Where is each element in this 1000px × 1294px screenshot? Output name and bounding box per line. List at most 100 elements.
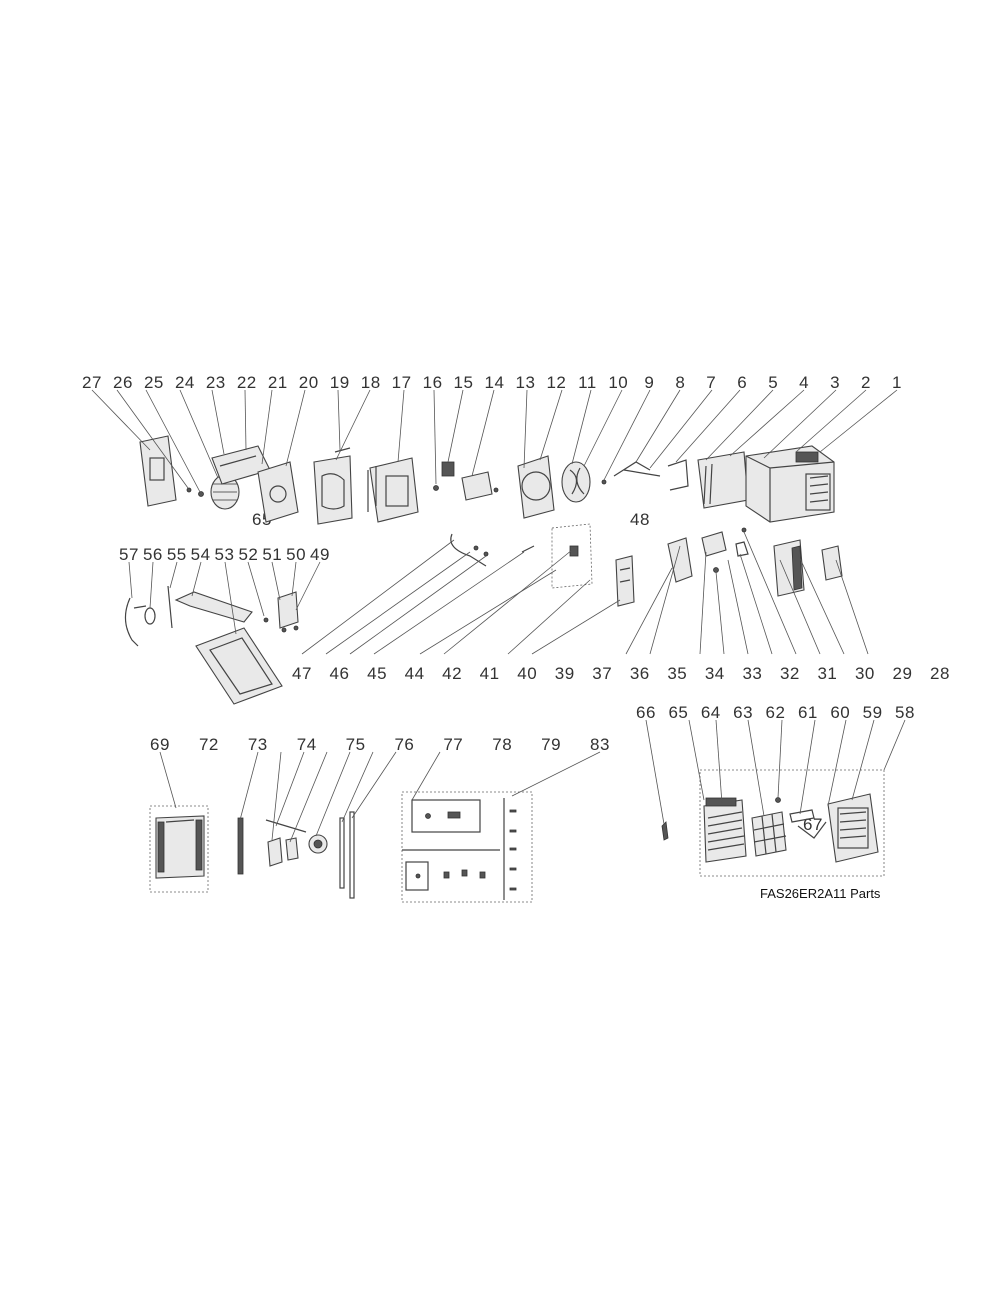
part-number-label: 54 xyxy=(191,545,211,564)
part-44-pin xyxy=(521,545,535,553)
part-9-clip xyxy=(601,479,607,485)
part-number-label: 33 xyxy=(742,664,762,683)
part-number-label: 26 xyxy=(113,373,133,392)
part-number-label: 74 xyxy=(297,735,317,754)
part-54-bracket xyxy=(174,591,253,623)
part-number-label: 62 xyxy=(766,703,786,722)
part-62-screw xyxy=(775,797,781,803)
part-number-label: 5 xyxy=(768,373,778,392)
part-number-label: 34 xyxy=(705,664,725,683)
part-number-label: 35 xyxy=(667,664,687,683)
part-number-label: 32 xyxy=(780,664,800,683)
part-number-label: 76 xyxy=(394,735,414,754)
part-79-control-panel xyxy=(401,791,533,903)
part-number-label: 47 xyxy=(292,664,312,683)
part-number-label: 65 xyxy=(668,703,688,722)
part-78-seal xyxy=(349,811,355,899)
part-group-right-box xyxy=(699,769,885,877)
part-number-label: 61 xyxy=(798,703,818,722)
part-number-label: 22 xyxy=(237,373,257,392)
part-69-box xyxy=(149,805,209,893)
part-number-label: 4 xyxy=(799,373,809,392)
part-20-scroll xyxy=(257,461,299,523)
part-number-label: 59 xyxy=(863,703,883,722)
part-72-strip xyxy=(237,817,244,875)
part-number-label: 66 xyxy=(636,703,656,722)
part-number-label: 25 xyxy=(144,373,164,392)
part-number-label: 18 xyxy=(361,373,381,392)
part-number-label: 57 xyxy=(119,545,139,564)
part-1-cabinet xyxy=(745,445,835,523)
part-number-label: 44 xyxy=(405,664,425,683)
row1-leader-lines xyxy=(91,389,898,493)
part-number-label: 9 xyxy=(644,373,654,392)
part-number-label: 39 xyxy=(555,664,575,683)
part-number-label: 73 xyxy=(248,735,268,754)
part-number-label: 29 xyxy=(893,664,913,683)
part-14-motor xyxy=(461,471,493,501)
part-number-label: 51 xyxy=(262,545,282,564)
part-number-label: 55 xyxy=(167,545,187,564)
part-67-bracket xyxy=(797,821,827,839)
part-17-frame xyxy=(369,457,419,523)
part-number-label: 13 xyxy=(516,373,536,392)
part-number-label: 75 xyxy=(346,735,366,754)
part-number-label: 40 xyxy=(517,664,537,683)
part-number-label: 1 xyxy=(892,373,902,392)
label-67: 67 xyxy=(803,815,823,834)
row1-parts: 65 xyxy=(139,435,835,529)
part-number-label: 21 xyxy=(268,373,288,392)
part-number-label: 16 xyxy=(423,373,443,392)
part-6-bracket xyxy=(667,459,689,491)
part-number-label: 56 xyxy=(143,545,163,564)
part-number-label: 8 xyxy=(675,373,685,392)
part-47-capillary xyxy=(450,533,487,567)
part-number-label: 12 xyxy=(546,373,566,392)
part-number-label: 79 xyxy=(541,735,561,754)
part-number-label: 41 xyxy=(480,664,500,683)
row2-parts xyxy=(124,523,843,705)
part-32-sensor xyxy=(735,541,749,557)
part-number-label: 10 xyxy=(608,373,628,392)
part-number-label: 30 xyxy=(855,664,875,683)
part-number-label: 24 xyxy=(175,373,195,392)
part-number-label: 46 xyxy=(330,664,350,683)
part-58-front-panel xyxy=(827,793,879,863)
part-18-shroud xyxy=(313,455,353,525)
part-number-label: 50 xyxy=(286,545,306,564)
part-number-label: 17 xyxy=(392,373,412,392)
part-number-label: 45 xyxy=(367,664,387,683)
part-15-bracket xyxy=(441,461,455,477)
part-number-label: 58 xyxy=(895,703,915,722)
part-number-label: 63 xyxy=(733,703,753,722)
part-66-screw xyxy=(661,821,669,841)
label-48: 48 xyxy=(630,510,650,529)
part-27-panel xyxy=(139,435,177,507)
part-number-label: 72 xyxy=(199,735,219,754)
part-number-label: 83 xyxy=(590,735,610,754)
row3-leader-lines xyxy=(159,719,906,843)
part-number-label: 15 xyxy=(454,373,474,392)
part-number-label: 7 xyxy=(706,373,716,392)
part-number-label: 53 xyxy=(215,545,235,564)
part-number-label: 77 xyxy=(443,735,463,754)
row2-leader-lines xyxy=(128,531,869,655)
part-19-rod xyxy=(334,447,351,453)
part-13-fan-shroud xyxy=(517,455,555,519)
part-number-label: 14 xyxy=(485,373,505,392)
row3-parts xyxy=(149,769,885,903)
part-73-bracket xyxy=(267,837,283,867)
part-56-ring xyxy=(144,607,156,625)
part-28-knob xyxy=(821,545,843,581)
part-number-label: 28 xyxy=(930,664,950,683)
part-number-label: 52 xyxy=(238,545,258,564)
part-7-tube xyxy=(623,469,661,477)
part-16-screw xyxy=(433,485,439,491)
part-number-label: 64 xyxy=(701,703,721,722)
part-69-panel xyxy=(155,815,205,879)
part-77-seal xyxy=(339,817,345,889)
